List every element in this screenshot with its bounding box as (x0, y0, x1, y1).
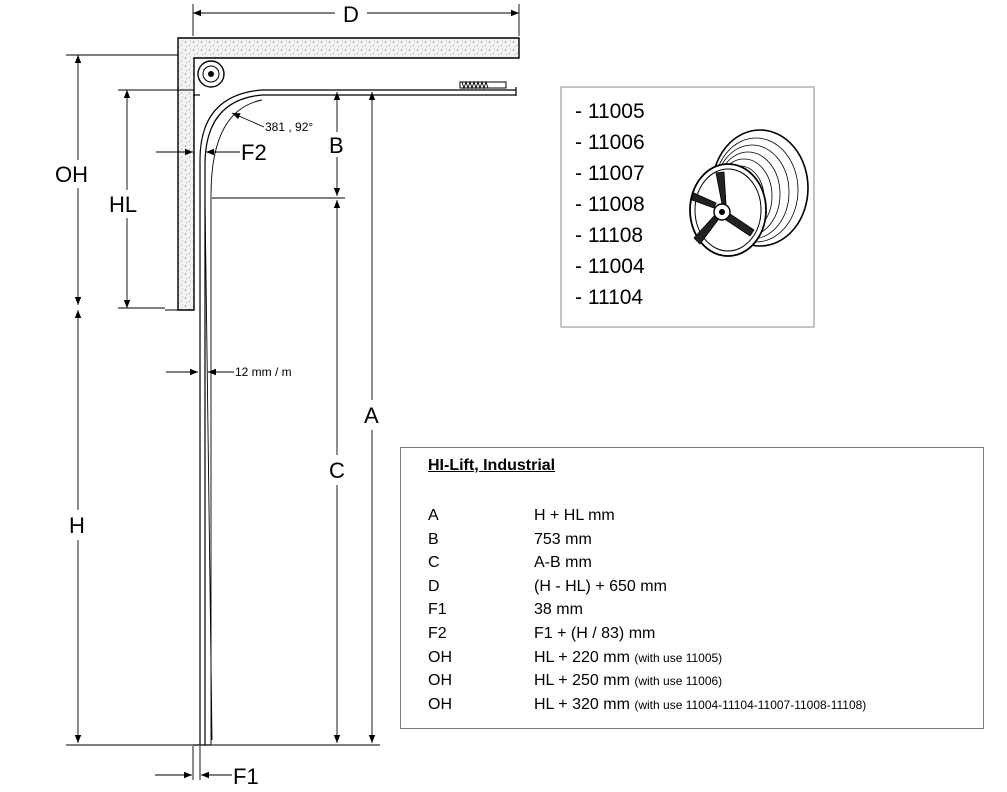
spec-row: F1 38 mm (401, 601, 985, 623)
cable-drum-icon (197, 60, 225, 88)
spec-value-text: A-B mm (534, 554, 592, 572)
spec-key: OH (428, 672, 452, 690)
spec-row: OH HL + 250 mm (with use 11006) (401, 672, 985, 694)
dimension-OH: OH (55, 54, 178, 305)
slope-annotation: 12 mm / m (166, 365, 292, 379)
horizontal-track (262, 80, 517, 96)
door-slope-line (204, 197, 213, 741)
dimension-A: A (364, 92, 379, 743)
vertical-track (193, 89, 263, 746)
spec-row: F2 F1 + (H / 83) mm (401, 625, 985, 647)
label-F2: F2 (241, 140, 267, 165)
spec-table: HI-Lift, Industrial A H + HL mm B 753 mm C A-… (400, 447, 984, 729)
label-OH: OH (55, 162, 88, 187)
wall-structure (165, 37, 520, 311)
part-number: - 11005 (575, 100, 645, 123)
part-number: - 11006 (575, 131, 645, 154)
spec-value: HL + 320 mm (with use 11004-11104-11007-… (534, 696, 866, 714)
spec-value: H + HL mm (534, 507, 615, 525)
spec-value-text: (H - HL) + 650 mm (534, 577, 667, 595)
spec-key: A (428, 507, 439, 524)
label-A: A (364, 403, 379, 428)
spec-value-text: HL + 250 mm (534, 672, 630, 690)
spec-row: OH HL + 220 mm (with use 11005) (401, 649, 985, 671)
dimension-C: C (329, 200, 345, 743)
spec-value: (H - HL) + 650 mm (534, 578, 667, 596)
part-number: - 11104 (575, 286, 643, 309)
spec-row: D (H - HL) + 650 mm (401, 578, 985, 600)
lintel-concrete (177, 37, 520, 311)
dimension-D: D (192, 2, 520, 36)
label-D: D (343, 2, 359, 27)
label-HL: HL (109, 192, 137, 217)
spec-value-text: HL + 320 mm (534, 695, 630, 713)
spec-note: (with use 11004-11104-11007-11008-11108) (634, 697, 867, 712)
spec-row: C A-B mm (401, 554, 985, 576)
spec-value: A-B mm (534, 554, 592, 572)
spec-value-text: H + HL mm (534, 507, 615, 524)
label-C: C (329, 458, 345, 483)
part-number: - 11004 (575, 255, 645, 278)
spec-value-text: 38 mm (534, 601, 583, 619)
label-F1: F1 (233, 764, 259, 789)
label-B: B (329, 133, 344, 158)
spec-value: 753 mm (534, 531, 592, 549)
spec-note: (with use 11005) (634, 650, 723, 665)
label-radius: 381 , 92° (265, 120, 313, 134)
spec-note: (with use 11006) (634, 674, 723, 689)
spec-value: 38 mm (534, 601, 583, 619)
spec-row: B 753 mm (401, 531, 985, 553)
spec-key: B (428, 530, 439, 548)
spec-key: F1 (428, 601, 447, 619)
dimension-H: H (66, 310, 193, 746)
spec-row: A H + HL mm (401, 507, 985, 529)
part-number: - 11008 (575, 193, 645, 216)
spec-value-text: 753 mm (534, 530, 592, 548)
spec-value: F1 + (H / 83) mm (534, 625, 655, 643)
spec-key: D (428, 577, 440, 595)
radius-annotation: 381 , 92° (231, 112, 313, 134)
spec-value: HL + 220 mm (with use 11005) (534, 649, 722, 667)
spec-value-text: F1 + (H / 83) mm (534, 625, 656, 642)
spec-key: OH (428, 648, 452, 666)
spec-key: F2 (428, 625, 447, 642)
spec-row: OH HL + 320 mm (with use 11004-11104-1100… (401, 696, 985, 718)
dimension-HL: HL (109, 89, 194, 309)
dimension-F2: F2 (156, 140, 267, 165)
spec-title: HI-Lift, Industrial (428, 457, 556, 474)
label-slope: 12 mm / m (235, 365, 292, 379)
spec-value-text: HL + 220 mm (534, 648, 630, 666)
dimension-F1: F1 (155, 746, 259, 789)
spec-value: HL + 250 mm (with use 11006) (534, 672, 722, 690)
drum-illustration-icon (689, 129, 809, 257)
dimension-B: B (212, 92, 345, 199)
parts-box: - 11005 - 11006 - 11007 - 11008 - 11108 … (560, 86, 815, 328)
spec-key: C (428, 554, 440, 572)
part-number: - 11108 (575, 224, 643, 247)
spec-key: OH (428, 695, 452, 713)
label-H: H (69, 513, 85, 538)
part-number: - 11007 (575, 162, 645, 185)
